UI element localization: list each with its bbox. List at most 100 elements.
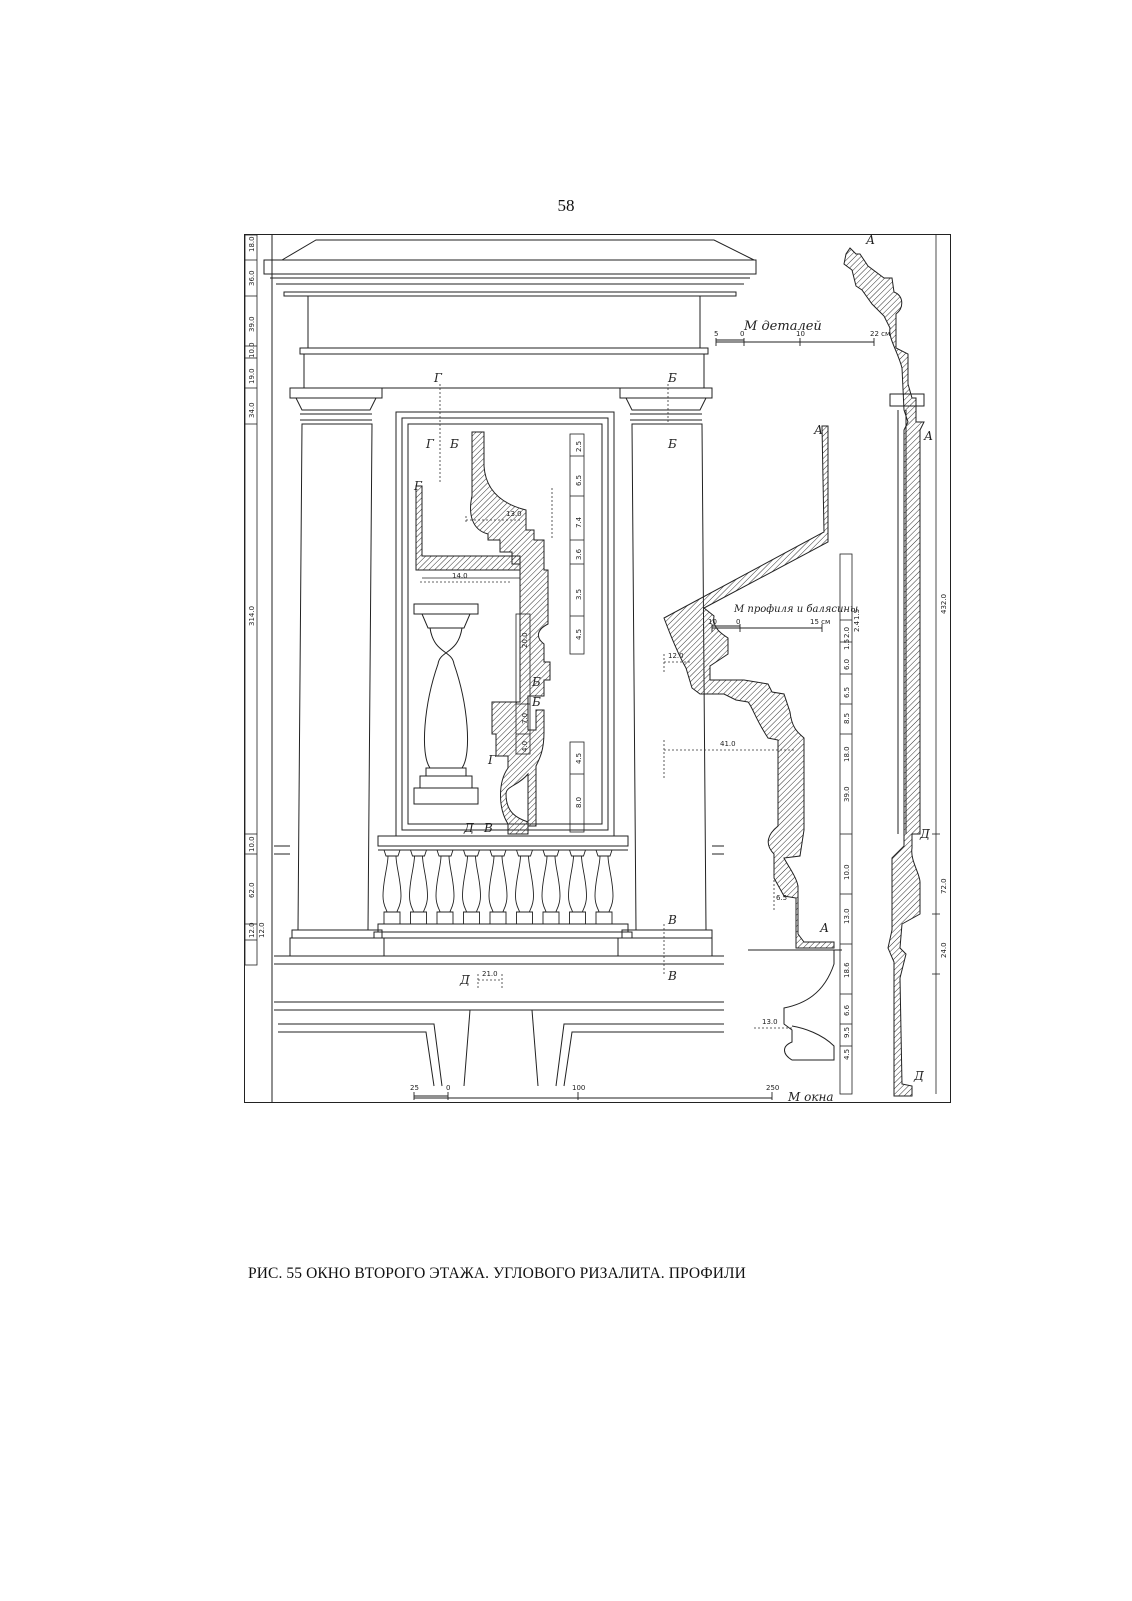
pg-dim-11: 13.0 [506,510,522,518]
left-dim-10: 12.0 [248,922,256,938]
pa-dim-15: 4.5 [843,1049,851,1060]
baluster [515,849,534,925]
pediment [280,239,755,261]
baluster [568,849,587,925]
profile-a-labels: 1.5 2.4 2.0 1.5 6.0 6.5 8.5 18.0 39.0 10… [668,609,861,1060]
pa-dim-12: 18.6 [843,962,851,978]
pg-dim-5: 3.5 [575,589,583,600]
mark-v-3: В [667,969,677,983]
mark-d-1: Д [463,821,474,835]
section-marks: Г Б Г Б Б Г Б Б Г Д В В Д В А А А А Д Д [413,234,933,1083]
scale-window-tick-1: 25 [410,1084,419,1092]
scale-details-title: М деталей [743,319,822,334]
baluster [382,849,402,925]
mark-b-2: Б [667,437,677,451]
scale-profile-title: М профиля и балясины [733,604,858,615]
mark-d-2: Д [459,973,470,987]
scale-details-tick-3: 10 [796,330,805,338]
mark-v-2: В [667,913,677,927]
mark-g-top: Г [433,371,443,385]
right-capital-abacus [619,387,713,399]
pa-dim-18: 6.5 [776,894,787,902]
baluster [488,849,508,925]
left-dimension-labels: 18.0 36.0 39.0 10.0 19.0 34.0 314.0 10.0… [248,236,266,938]
pa-dim-4: 1.5 [843,639,851,650]
mark-v-1: В [483,821,493,835]
mark-g-3: Г [487,753,497,767]
pa-dim-3: 2.0 [843,627,851,638]
construction-lines [420,384,796,1029]
pa-dim-17: 41.0 [720,740,736,748]
pg-dim-12: 14.0 [452,572,468,580]
mark-a-4: А [819,921,829,935]
pa-dim-11: 13.0 [843,908,851,924]
architectural-drawing: М деталей 5 0 10 22 см М профиля и баляс… [244,234,952,1124]
pa-dim-9: 39.0 [843,786,851,802]
left-dim-2: 36.0 [248,270,256,286]
baluster-detail [413,603,479,805]
pg-dim-2: 6.5 [575,475,583,486]
pa-dim-10: 10.0 [843,864,851,880]
mark-a-2: А [813,423,823,437]
mark-g-2: Г [413,479,423,493]
left-capital-abacus [289,387,383,399]
mark-b-1: Б [449,437,459,451]
right-column-base [621,929,713,939]
left-dim-1: 18.0 [248,236,256,252]
frieze [307,295,701,349]
pa-dim-16: 12.0 [668,652,684,660]
left-dim-4: 10.0 [248,342,256,358]
balusters [382,849,614,925]
drawing-frame [244,234,951,1103]
right-dim-2: 72.0 [940,878,948,894]
scale-profile-tick-3: 15 см [810,618,830,626]
profile-g-labels: 2.5 6.5 7.4 3.6 3.5 4.5 7.0 4.0 4.5 8.0 … [452,441,583,808]
left-dim-7: 314.0 [248,606,256,626]
balustrade-plinth [377,923,629,933]
cornice-crown [263,259,757,275]
profile-a [663,425,842,1061]
left-dim-8: 10.0 [248,836,256,852]
baluster [541,849,561,925]
mark-b-4: Б [531,695,541,709]
architrave [303,353,705,389]
mark-a-1: А [865,234,875,247]
pg-dim-8: 4.0 [521,741,529,752]
page-number: 58 [557,196,575,215]
pa-dim-5: 6.0 [843,659,851,670]
drawing-svg: М деталей 5 0 10 22 см М профиля и баляс… [244,234,951,1104]
scale-window-tick-2: 0 [446,1084,450,1092]
scale-window-title: М окна [787,1090,834,1104]
mark-d-4: Д [913,1069,924,1083]
baluster [462,849,481,925]
scale-details-tick-2: 0 [740,330,744,338]
scale-window-tick-4: 250 [766,1084,779,1092]
baluster [435,849,455,925]
mark-a-3: А [923,429,933,443]
pa-dim-6: 6.5 [843,687,851,698]
pg-dim-4: 3.6 [575,548,583,560]
scale-profile-tick-1: 10 [708,618,717,626]
right-dim-3: 24.0 [940,942,948,958]
baluster [409,849,428,925]
left-dim-5: 19.0 [248,368,256,384]
profile-g-dim-box [515,433,585,833]
left-dim-11: 12.0 [258,922,266,938]
left-dim-9: 62.0 [248,882,256,898]
right-dim-1: 432.0 [940,594,948,614]
mark-g-1: Г [425,437,435,451]
pg-dim-10: 8.0 [575,797,583,808]
pg-dim-13: 20.0 [521,632,529,648]
scale-bars [413,338,875,1100]
side-section [843,234,940,1097]
pa-dim-14: 9.5 [843,1027,851,1038]
pg-dim-9: 4.5 [575,753,583,764]
scale-profile-tick-2: 0 [736,618,740,626]
left-dim-column [244,234,258,966]
pa-dim-7: 8.5 [843,713,851,724]
left-column-shaft [297,423,373,931]
balustrade-rail [377,835,629,847]
scale-details-tick-1: 5 [714,330,718,338]
plan-dim-1: 21.0 [482,970,498,978]
pg-dim-3: 7.4 [575,516,583,528]
